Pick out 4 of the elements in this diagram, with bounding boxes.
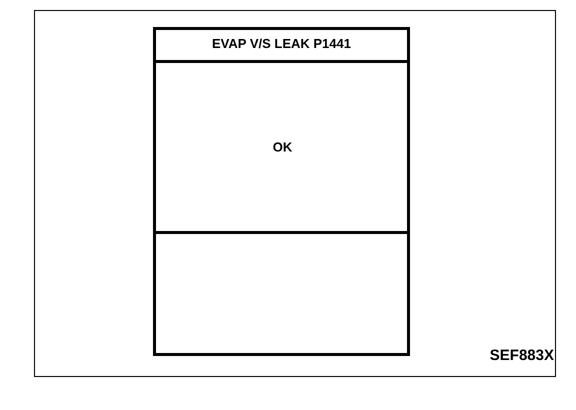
status-text: OK [272,140,294,154]
screen-title: EVAP V/S LEAK P1441 [211,36,352,51]
figure-code: SEF883X [490,347,554,364]
display-screen [153,27,410,356]
